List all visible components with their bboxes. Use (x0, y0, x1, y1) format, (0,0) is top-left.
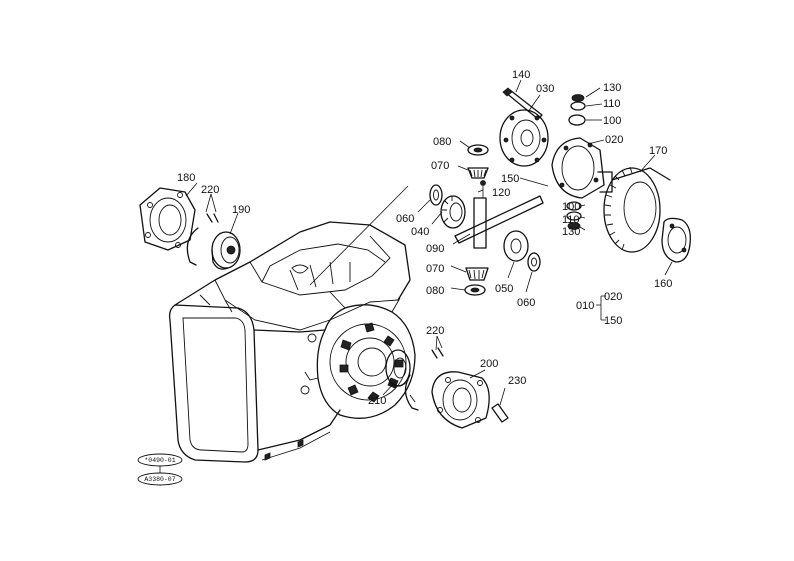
label-140: 140 (512, 69, 530, 81)
bearing-cover-160 (661, 217, 691, 263)
side-gear-050 (503, 230, 529, 262)
left-bearing-190 (211, 231, 241, 270)
label-150-bottom: 150 (604, 315, 622, 327)
left-snap-ring-220 (186, 213, 219, 266)
right-bearing-cover-200 (431, 371, 490, 429)
transmission-housing (168, 185, 416, 463)
label-100-right: 100 (562, 201, 580, 213)
label-130-top: 130 (603, 82, 621, 94)
pin-120 (480, 180, 486, 198)
label-220-right: 220 (426, 325, 444, 337)
label-220-left: 220 (201, 184, 219, 196)
drawing-code-1: *0490-01 (144, 457, 175, 464)
washer-080-bottom (464, 284, 486, 296)
bolt-230 (491, 403, 509, 423)
washer-060-right (527, 252, 541, 272)
label-060-right: 060 (517, 297, 535, 309)
label-120: 120 (492, 187, 510, 199)
label-010: 010 (576, 300, 594, 312)
washer-080-top (467, 144, 489, 156)
leader-lines (185, 79, 673, 406)
label-200: 200 (480, 358, 498, 370)
label-050: 050 (495, 283, 513, 295)
drawing-code-stamps: *0490-01 A3380-07 (137, 453, 183, 486)
pinion-gear-070-top (467, 167, 489, 179)
side-gear-040 (440, 195, 466, 229)
label-080-top: 080 (433, 136, 451, 148)
label-230: 230 (508, 375, 526, 387)
drawing-code-2: A3380-07 (144, 476, 175, 483)
washer-060-left (429, 184, 443, 206)
label-030: 030 (536, 83, 554, 95)
label-130-right: 130 (562, 226, 580, 238)
right-snap-ring-220 (404, 347, 444, 411)
label-110-top: 110 (603, 98, 621, 110)
label-060-left: 060 (396, 213, 414, 225)
label-070-bottom: 070 (426, 263, 444, 275)
label-080-bottom: 080 (426, 285, 444, 297)
label-170: 170 (649, 145, 667, 157)
label-210: 210 (368, 395, 386, 407)
pinion-gear-070-bottom (465, 267, 489, 281)
diff-case-020 (551, 137, 613, 199)
label-100-top: 100 (603, 115, 621, 127)
label-020-bottom: 020 (604, 291, 622, 303)
bearing-stack-top (568, 94, 586, 126)
part-number-labels: 140 030 130 110 100 020 080 070 150 170 … (177, 69, 672, 407)
ring-gear-170 (603, 166, 671, 253)
label-190: 190 (232, 204, 250, 216)
diff-case-cover-030 (499, 109, 549, 167)
label-020-top: 020 (605, 134, 623, 146)
label-090: 090 (426, 243, 444, 255)
label-160: 160 (654, 278, 672, 290)
pinion-shaft-090 (454, 195, 544, 249)
label-180: 180 (177, 172, 195, 184)
label-110-right: 110 (562, 214, 580, 226)
label-150-top: 150 (501, 173, 519, 185)
label-040: 040 (411, 226, 429, 238)
label-070-top: 070 (431, 160, 449, 172)
left-bearing-cover-180 (139, 187, 196, 251)
code-oval-2 (137, 472, 183, 486)
